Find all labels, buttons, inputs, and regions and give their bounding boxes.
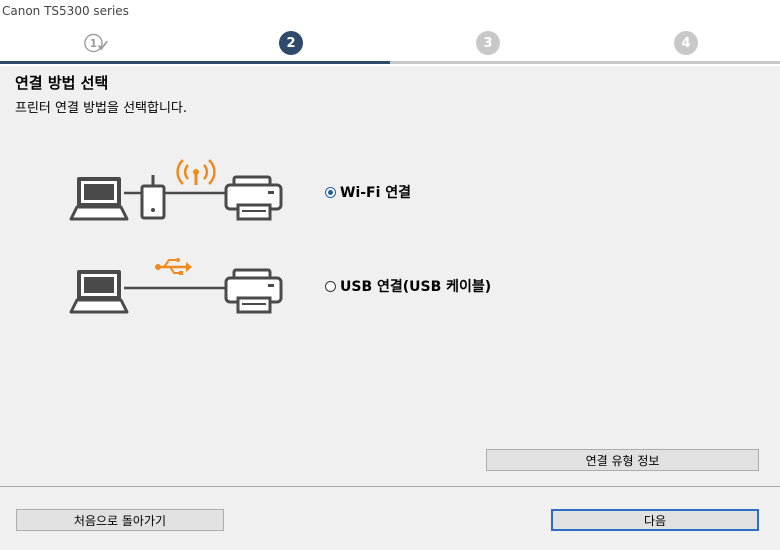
next-button[interactable]: 다음 <box>551 509 759 531</box>
usb-radio-button[interactable] <box>325 280 336 292</box>
wifi-option-label: Wi-Fi 연결 <box>340 185 412 201</box>
progress-line-complete <box>0 61 390 64</box>
step-progress-bar: 1 2 3 4 <box>0 24 780 66</box>
connection-type-info-button[interactable]: 연결 유형 정보 <box>486 449 759 471</box>
step-1-done-icon: 1 <box>84 31 108 55</box>
wifi-connection-illustration-icon <box>69 159 283 221</box>
usb-option-label: USB 연결(USB 케이블) <box>340 279 492 295</box>
usb-connection-illustration-icon <box>69 258 283 314</box>
step-2: 2 <box>279 31 303 55</box>
step-1-label: 1 <box>90 38 97 50</box>
footer-divider <box>0 486 780 487</box>
step-3: 3 <box>476 31 500 55</box>
title-bar: Canon TS5300 series <box>0 0 780 24</box>
page-title: 연결 방법 선택 <box>15 74 109 92</box>
back-to-start-button[interactable]: 처음으로 돌아가기 <box>16 509 224 531</box>
progress-line-remaining <box>390 61 780 64</box>
usb-connection-option[interactable]: USB 연결(USB 케이블) <box>325 276 491 296</box>
window-title: Canon TS5300 series <box>2 4 129 18</box>
wifi-connection-option[interactable]: Wi-Fi 연결 <box>325 182 411 202</box>
page-subtitle: 프린터 연결 방법을 선택합니다. <box>15 101 188 116</box>
wifi-radio-button[interactable] <box>325 186 336 198</box>
step-4: 4 <box>674 31 698 55</box>
